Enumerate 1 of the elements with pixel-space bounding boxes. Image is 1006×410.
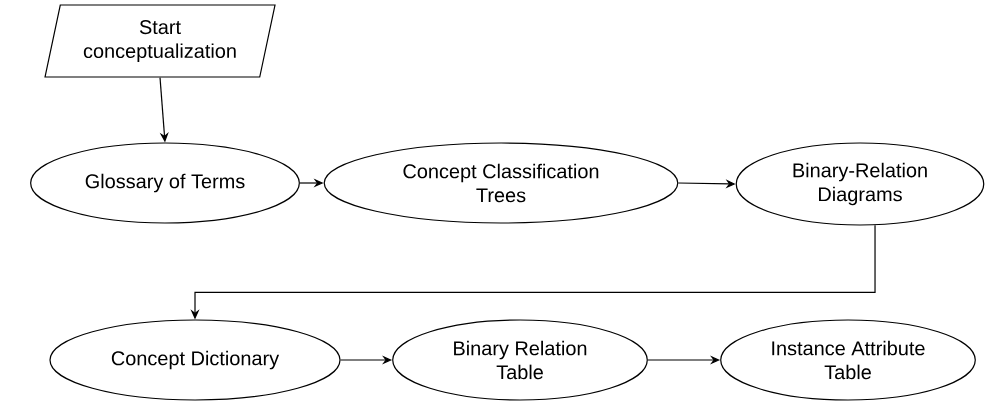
start-parallelogram: Start conceptualization <box>44 4 276 78</box>
